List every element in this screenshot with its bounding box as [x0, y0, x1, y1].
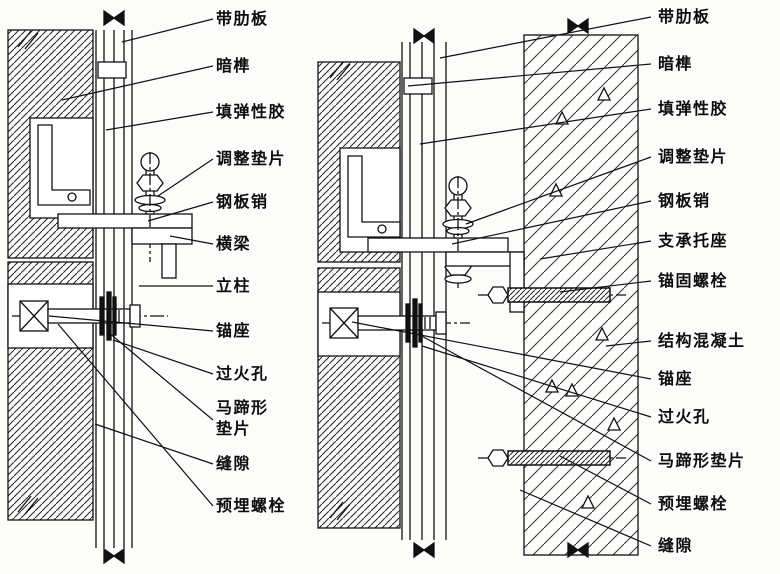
left-label-gap: 缝隙	[216, 456, 252, 473]
right-label-support-bracket: 支承托座	[658, 233, 729, 250]
left-label-adjustment-shim: 调整垫片	[216, 151, 287, 168]
right-label-adjustment-shim: 调整垫片	[658, 149, 729, 166]
left-label-steel-plate-pin: 钢板销	[216, 194, 269, 211]
left-embedded-bolt	[47, 308, 131, 324]
right-label-anchor-bolt: 锚固螺栓	[658, 273, 729, 290]
left-steel-plate	[57, 213, 193, 229]
left-label-fire-hole: 过火孔	[216, 366, 269, 383]
left-label-hidden-tenon: 暗榫	[216, 58, 252, 75]
right-label-hidden-tenon: 暗榫	[658, 56, 694, 73]
anchor-bolt	[507, 287, 611, 303]
left-label-embedded-bolt: 预埋螺栓	[216, 498, 287, 515]
right-label-structural-concrete: 结构混凝土	[658, 333, 746, 350]
right-label-steel-plate-pin: 钢板销	[658, 193, 711, 210]
left-angle-bracket	[37, 124, 91, 206]
right-embedded-bolt	[507, 450, 611, 466]
right-label-embedded-bolt: 预埋螺栓	[658, 496, 729, 513]
left-beam	[131, 227, 193, 245]
left-label-horseshoe-shim: 马蹄形 垫片	[216, 400, 269, 438]
left-label-beam: 横梁	[216, 236, 252, 253]
right-label-elastic-sealant: 填弹性胶	[658, 101, 729, 118]
left-label-anchor-seat: 锚座	[216, 323, 252, 340]
left-label-mullion: 立柱	[216, 278, 252, 295]
leader-lines	[48, 16, 652, 547]
right-label-gap: 缝隙	[658, 538, 694, 555]
left-label-ribbed-plate: 带肋板	[216, 11, 269, 28]
right-label-ribbed-plate: 带肋板	[658, 9, 711, 26]
left-label-elastic-sealant: 填弹性胶	[216, 104, 287, 121]
right-hidden-tenon	[403, 77, 433, 95]
right-label-anchor-seat: 锚座	[658, 371, 694, 388]
left-hidden-tenon	[97, 61, 127, 79]
right-label-horseshoe-shim: 马蹄形垫片	[658, 453, 746, 470]
right-label-fire-hole: 过火孔	[658, 409, 711, 426]
right-angle-bracket	[347, 155, 401, 238]
right-steel-plate	[367, 237, 509, 253]
